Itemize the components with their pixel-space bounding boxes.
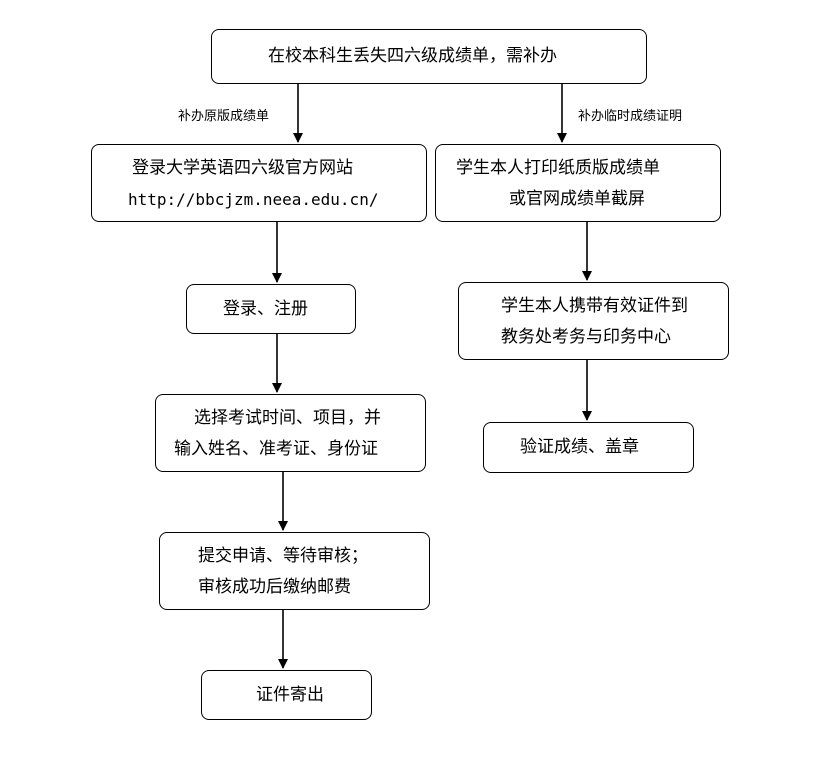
- left-step1-box: 登录大学英语四六级官方网站 http://bbcjzm.neea.edu.cn/: [91, 144, 427, 222]
- title-box-text: 在校本科生丢失四六级成绩单，需补办: [268, 46, 557, 66]
- left-step4-line2: 审核成功后缴纳邮费: [198, 577, 351, 597]
- right-step1-line1: 学生本人打印纸质版成绩单: [456, 158, 660, 178]
- right-step2-box: 学生本人携带有效证件到 教务处考务与印务中心: [458, 282, 729, 360]
- left-step4-box: 提交申请、等待审核； 审核成功后缴纳邮费: [159, 532, 430, 610]
- left-step1-url: http://bbcjzm.neea.edu.cn/: [128, 190, 379, 209]
- right-step3-box: 验证成绩、盖章: [483, 422, 694, 473]
- left-step3-line1: 选择考试时间、项目，并: [194, 408, 381, 428]
- right-step1-box: 学生本人打印纸质版成绩单 或官网成绩单截屏: [435, 144, 721, 222]
- left-step1-line1: 登录大学英语四六级官方网站: [132, 158, 353, 178]
- left-step3-box: 选择考试时间、项目，并 输入姓名、准考证、身份证: [155, 394, 426, 472]
- left-step3-line2: 输入姓名、准考证、身份证: [174, 439, 378, 459]
- right-step1-line2: 或官网成绩单截屏: [509, 189, 645, 209]
- title-box: 在校本科生丢失四六级成绩单，需补办: [211, 29, 647, 84]
- right-step2-line2: 教务处考务与印务中心: [501, 327, 671, 347]
- branch-right-label: 补办临时成绩证明: [578, 109, 683, 124]
- left-step4-line1: 提交申请、等待审核；: [198, 546, 368, 566]
- left-step5-text: 证件寄出: [256, 685, 324, 705]
- left-step2-box: 登录、注册: [186, 284, 356, 334]
- right-step3-text: 验证成绩、盖章: [520, 437, 639, 457]
- right-step2-line1: 学生本人携带有效证件到: [501, 296, 688, 316]
- branch-left-label: 补办原版成绩单: [178, 109, 270, 124]
- left-step5-box: 证件寄出: [201, 670, 372, 720]
- left-step2-text: 登录、注册: [223, 299, 308, 319]
